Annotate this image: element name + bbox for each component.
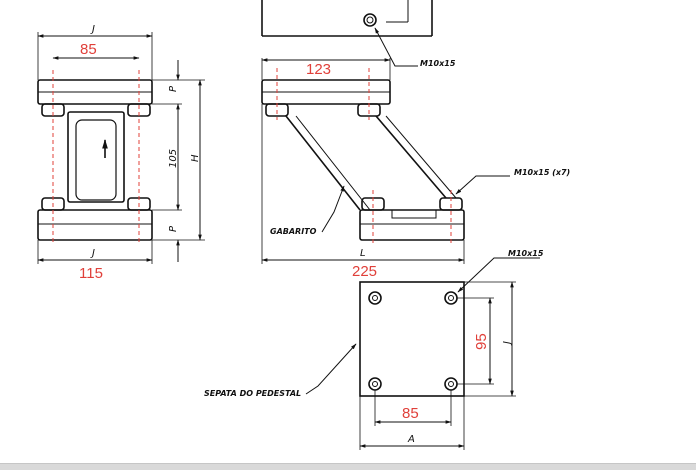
side-gauge-label: GABARITO	[270, 227, 317, 236]
side-top-dim-value: 123	[306, 61, 331, 78]
side-bolts-label: M10x15 (x7)	[514, 168, 570, 177]
side-top-bolt-hole	[363, 13, 377, 27]
side-bottom-dim-letter: L	[360, 248, 366, 259]
front-bottom-dim-letter: J	[90, 248, 95, 259]
front-height-value: 105	[168, 149, 179, 168]
plan-view	[305, 257, 540, 450]
plan-bolt-label: M10x15	[508, 249, 544, 258]
front-view	[37, 32, 205, 264]
front-p-top: P	[168, 85, 179, 92]
plan-vertical-dim-value: 95	[473, 333, 490, 350]
side-bolt-top-label: M10x15	[420, 59, 456, 68]
front-top-dim-letter: J	[90, 24, 95, 35]
front-bottom-dim-value: 115	[79, 265, 103, 282]
plan-horizontal-dim-letter: A	[407, 434, 415, 445]
side-base-plate	[359, 209, 465, 241]
front-height-letter: H	[190, 154, 201, 162]
front-p-bottom: P	[168, 225, 179, 232]
plan-bolt-holes	[368, 291, 458, 391]
front-bottom-flange	[37, 209, 153, 241]
plan-horizontal-dim-value: 85	[402, 405, 419, 422]
front-top-dim-value: 85	[80, 41, 97, 58]
bottom-scroll-strip	[0, 463, 696, 470]
plan-vertical-dim-letter: J	[502, 341, 513, 346]
front-column	[67, 111, 125, 203]
plan-footing-label: SEPATA DO PEDESTAL	[204, 389, 301, 398]
side-bottom-dim-value: 225	[352, 263, 377, 280]
plan-plate	[359, 281, 465, 397]
side-view	[261, 0, 510, 264]
